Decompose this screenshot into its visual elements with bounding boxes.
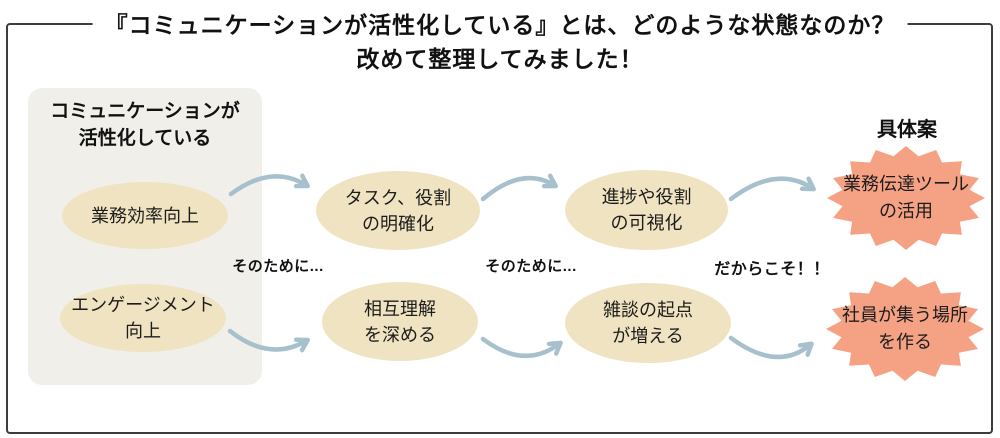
diagram-title-line1: 『コミュニケーションが活性化している』とは、どのような状態なのか？ — [92, 6, 908, 40]
connector-label-sonotameni-2: そのために... — [485, 258, 577, 275]
node-chat-starters: 雑談の起点 が増える — [565, 283, 731, 363]
node-mutual-understanding: 相互理解 を深める — [322, 282, 478, 361]
proposal-tool-starburst: 業務伝達ツール の活用 — [826, 145, 986, 251]
state-panel-heading: コミュニケーションが 活性化している — [50, 101, 240, 149]
node-efficiency: 業務効率向上 — [62, 182, 228, 249]
node-mutual-understanding-label: 相互理解 を深める — [364, 298, 436, 345]
proposal-tool-label: 業務伝達ツール の活用 — [843, 174, 969, 221]
connector-label-dakarakoso: だからこそ！！ — [714, 261, 830, 278]
node-task-clarity: タスク、役割 の明確化 — [316, 171, 480, 250]
node-chat-starters-label: 雑談の起点 が増える — [603, 300, 693, 346]
starburst-shape — [826, 277, 984, 381]
proposal-place-label: 社員が集う場所 を作る — [842, 305, 968, 352]
diagram-title-line2: 改めて整理してみました！ — [356, 46, 644, 72]
proposals-heading: 具体案 — [877, 119, 937, 141]
node-task-clarity-label: タスク、役割 の明確化 — [344, 187, 452, 234]
node-engagement-label: エンゲージメント 向上 — [71, 295, 215, 341]
node-engagement: エンゲージメント 向上 — [60, 284, 226, 352]
node-progress-visibility: 進捗や役割 の可視化 — [565, 170, 728, 250]
node-efficiency-label: 業務効率向上 — [91, 205, 199, 226]
proposal-place-starburst: 社員が集う場所 を作る — [825, 276, 985, 382]
node-progress-visibility-label: 進捗や役割 の可視化 — [601, 187, 692, 233]
connector-label-sonotameni-1: そのために... — [232, 258, 324, 275]
starburst-shape — [827, 146, 985, 250]
